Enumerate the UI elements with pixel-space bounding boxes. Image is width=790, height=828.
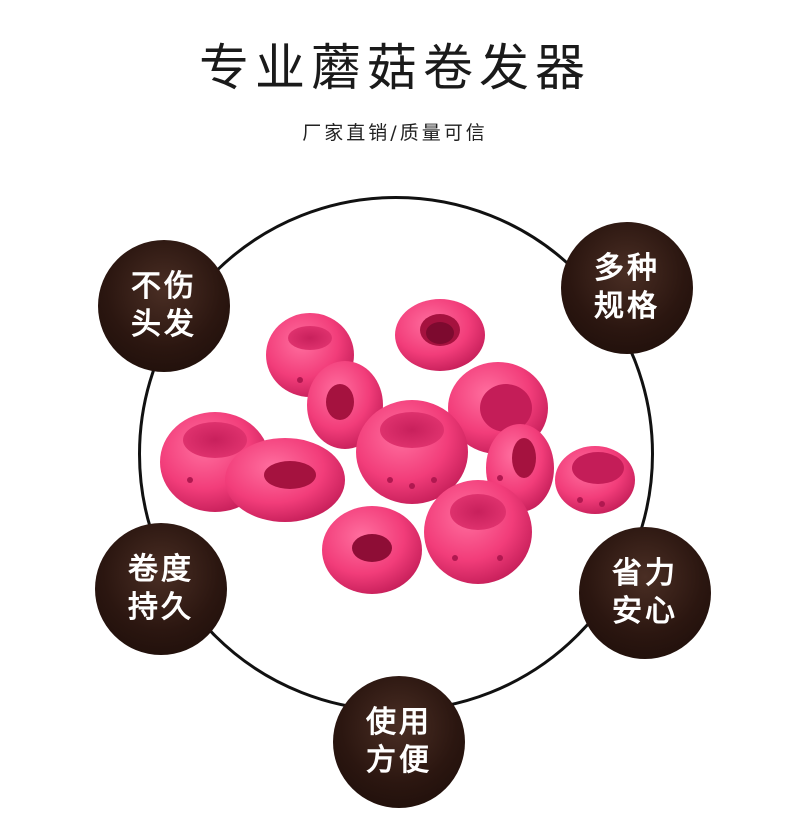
page-subtitle: 厂家直销/质量可信 (302, 122, 488, 144)
curler (395, 299, 485, 371)
feature-badge-long-lasting: 卷度 持久 (95, 523, 227, 655)
feature-badge-no-damage: 不伤 头发 (98, 240, 230, 372)
mushroom-curlers-image (160, 299, 635, 594)
feature-line: 安心 (612, 594, 678, 629)
feature-badge-easy-use: 使用 方便 (333, 676, 465, 808)
feature-line: 卷度 (128, 552, 194, 587)
feature-badge-sizes: 多种 规格 (561, 222, 693, 354)
page-title: 专业蘑菇卷发器 (199, 39, 591, 97)
curler (322, 506, 422, 594)
feature-line: 规格 (594, 289, 660, 324)
feature-line: 省力 (612, 556, 678, 591)
feature-line: 持久 (128, 590, 194, 625)
curler (225, 438, 345, 522)
feature-line: 多种 (594, 251, 660, 286)
feature-badge-effortless: 省力 安心 (579, 527, 711, 659)
feature-line: 方便 (366, 743, 432, 778)
feature-line: 头发 (131, 307, 197, 342)
feature-line: 不伤 (131, 269, 197, 304)
feature-line: 使用 (366, 705, 432, 740)
curler (424, 480, 532, 584)
curler (356, 400, 468, 504)
curler (555, 446, 635, 514)
